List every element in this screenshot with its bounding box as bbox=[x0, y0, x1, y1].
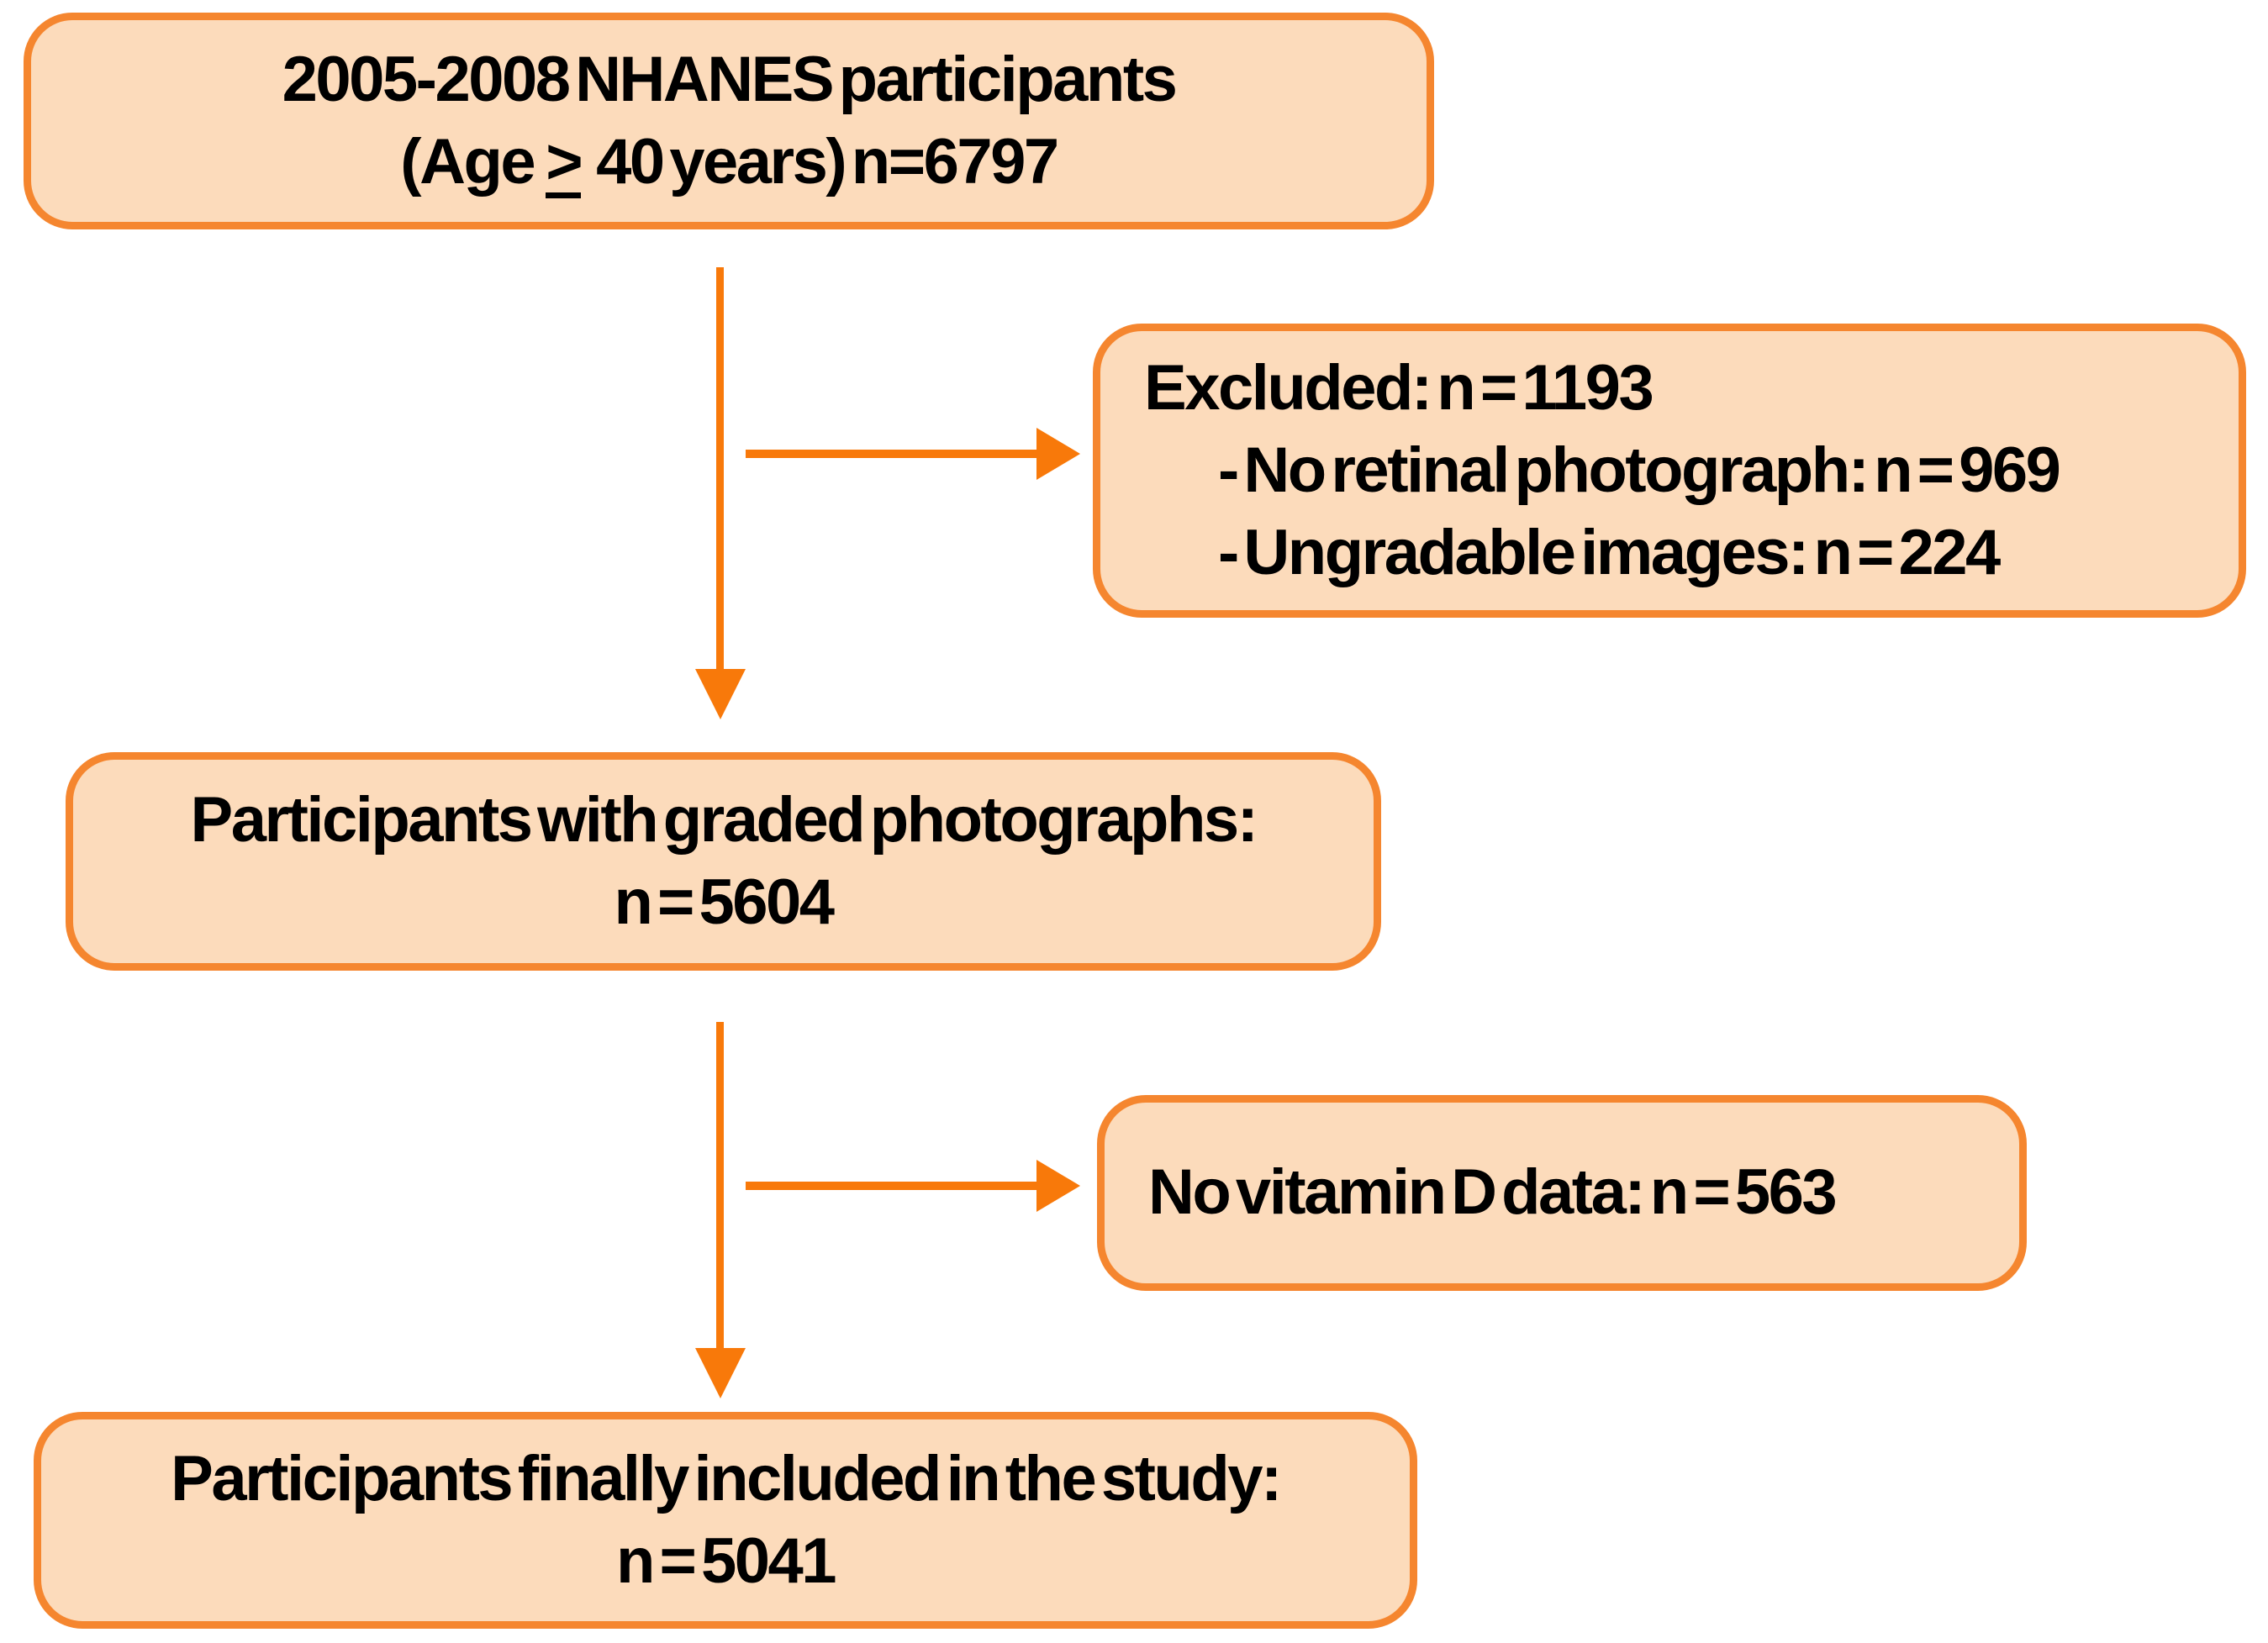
node-text-line: Excluded: n = 1193 bbox=[1144, 351, 1654, 424]
node-nhanes-participants: 2005-2008 NHANES participants (Age>40 ye… bbox=[24, 13, 1434, 229]
node-text-line: (Age>40 years) n=6797 bbox=[400, 121, 1059, 203]
node-graded-photographs: Participants with graded photographs: n … bbox=[66, 752, 1381, 971]
node-text-line: Participants with graded photographs: bbox=[190, 783, 1258, 856]
arrow-branch-to-excluded-head-icon bbox=[1036, 428, 1080, 480]
node-count: n = 5604 bbox=[614, 866, 835, 938]
excluded-item: - Ungradable images: n = 224 bbox=[1218, 517, 2001, 589]
arrow-top-to-graded-shaft bbox=[716, 267, 724, 671]
arrow-graded-to-final-shaft bbox=[716, 1022, 724, 1348]
node-text-line: 2005-2008 NHANES participants bbox=[282, 43, 1178, 115]
node-final-included: Participants finally included in the stu… bbox=[34, 1412, 1417, 1629]
arrow-graded-to-final-head-icon bbox=[695, 1348, 746, 1398]
arrow-branch-to-novitd-shaft bbox=[746, 1182, 1036, 1190]
arrow-branch-to-novitd-head-icon bbox=[1036, 1160, 1080, 1212]
arrow-top-to-graded-head-icon bbox=[695, 669, 746, 719]
arrow-branch-to-excluded-shaft bbox=[746, 450, 1036, 458]
age-suffix: 40 years) n=6797 bbox=[596, 126, 1059, 197]
node-count: n = 5041 bbox=[615, 1525, 837, 1597]
node-text-line: No vitamin D data: n = 563 bbox=[1148, 1156, 1838, 1229]
node-text-line: Participants finally included in the stu… bbox=[171, 1442, 1282, 1514]
node-no-vitamin-d: No vitamin D data: n = 563 bbox=[1097, 1095, 2027, 1291]
node-excluded: Excluded: n = 1193 - No retinal photogra… bbox=[1093, 324, 2246, 618]
greater-equal-symbol: > bbox=[546, 126, 583, 199]
excluded-item: - No retinal photograph: n = 969 bbox=[1218, 434, 2061, 506]
age-prefix: (Age bbox=[400, 126, 535, 197]
